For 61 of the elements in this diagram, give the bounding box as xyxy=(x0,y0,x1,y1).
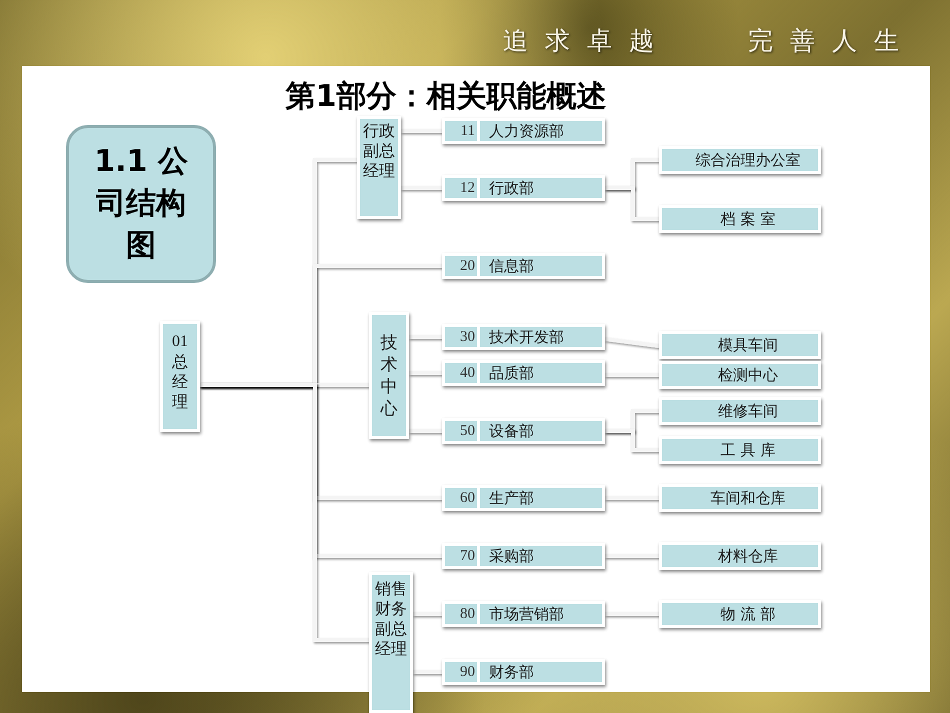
code-number: 11 xyxy=(445,121,480,141)
code-number: 90 xyxy=(445,662,480,682)
department-box xyxy=(442,175,605,201)
department-name: 信息部 xyxy=(488,256,534,276)
connector-line xyxy=(605,496,659,500)
connector-line xyxy=(605,554,659,558)
slogan-text: 追求卓越 xyxy=(503,25,671,57)
unit-box: 检测中心 xyxy=(659,361,821,389)
department-box xyxy=(442,659,605,685)
connector-line xyxy=(409,371,442,375)
unit-box: 综合治理办公室 xyxy=(659,146,821,174)
department-name: 设备部 xyxy=(488,421,534,441)
connector-line xyxy=(409,335,442,339)
department-name: 技术开发部 xyxy=(488,327,564,347)
department-box xyxy=(442,418,605,444)
connector-line xyxy=(409,429,442,433)
unit-box: 材料仓库 xyxy=(659,542,821,570)
unit-box: 维修车间 xyxy=(659,397,821,425)
code-number: 50 xyxy=(445,421,480,441)
position-name: 总经理 xyxy=(171,352,189,412)
code-number: 12 xyxy=(445,178,480,198)
code-number: 30 xyxy=(445,327,480,347)
department-name: 市场营销部 xyxy=(488,604,564,624)
department-name: 采购部 xyxy=(488,546,534,566)
department-name: 生产部 xyxy=(488,488,534,508)
code-number: 20 xyxy=(445,256,480,276)
position-box xyxy=(160,321,200,432)
department-name: 财务部 xyxy=(488,662,534,682)
department-box xyxy=(442,118,605,144)
connector-line xyxy=(605,373,659,377)
department-name: 人力资源部 xyxy=(488,121,564,141)
section-heading-box: 1.1 公司结构图 xyxy=(66,125,216,283)
code-number: 40 xyxy=(445,363,480,383)
department-box xyxy=(442,485,605,511)
connector-line xyxy=(401,129,442,133)
slogan-text: 完善人生 xyxy=(748,25,916,57)
code-number: 60 xyxy=(445,488,480,508)
connector-line xyxy=(605,612,659,616)
position-box: 技术中心 xyxy=(369,312,409,439)
department-box xyxy=(442,360,605,386)
unit-box: 工 具 库 xyxy=(659,436,821,464)
department-box xyxy=(442,543,605,569)
unit-box: 档 案 室 xyxy=(659,205,821,233)
position-box: 行政副总经理 xyxy=(357,116,401,219)
unit-box: 物 流 部 xyxy=(659,600,821,628)
department-name: 品质部 xyxy=(488,363,534,383)
code-number: 70 xyxy=(445,546,480,566)
code-number: 01 xyxy=(172,332,188,352)
department-box xyxy=(442,253,605,279)
code-number: 80 xyxy=(445,604,480,624)
unit-box: 模具车间 xyxy=(659,331,821,359)
page-title: 第1部分：相关职能概述 xyxy=(284,80,608,114)
connector-line xyxy=(413,670,442,674)
connector-line xyxy=(401,186,442,190)
position-box: 销售财务副总经理 xyxy=(369,572,413,713)
connector-line xyxy=(604,337,660,348)
unit-box: 车间和仓库 xyxy=(659,484,821,512)
connector-line xyxy=(413,612,442,616)
department-box xyxy=(442,324,605,350)
department-name: 行政部 xyxy=(488,178,534,198)
department-box xyxy=(442,601,605,627)
